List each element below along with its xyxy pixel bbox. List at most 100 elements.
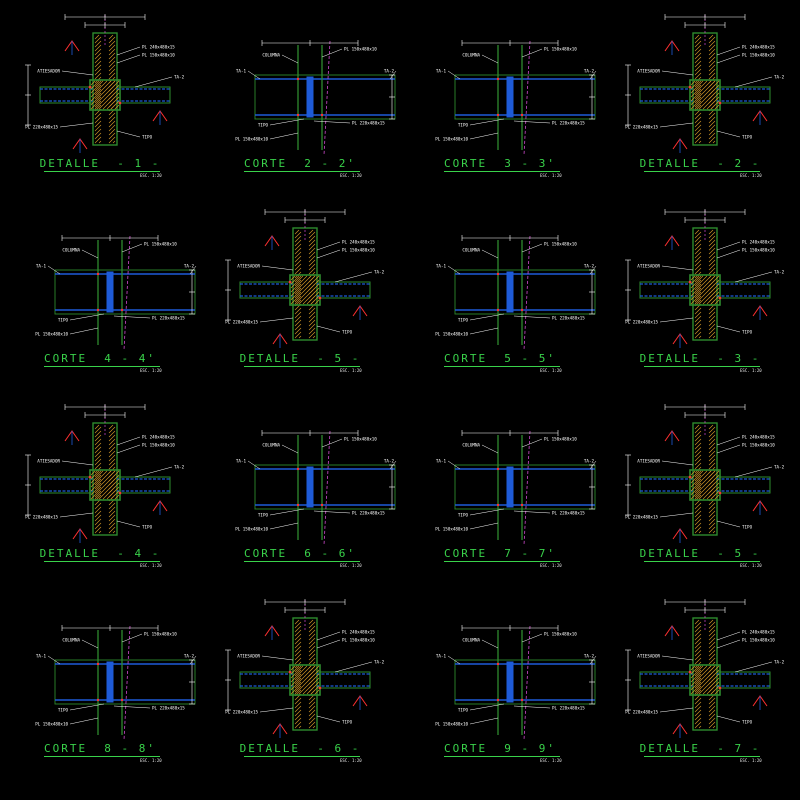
hatch-line bbox=[694, 669, 720, 695]
weld-mark bbox=[320, 113, 324, 117]
hatch-line bbox=[90, 80, 120, 110]
weld-mark bbox=[320, 503, 324, 507]
annotation-label: TA-1 bbox=[36, 264, 47, 269]
hatch-line bbox=[708, 438, 716, 446]
hatch-line bbox=[698, 140, 702, 144]
hatch-line bbox=[694, 60, 702, 68]
hatch-line bbox=[694, 84, 702, 92]
hatch-line bbox=[708, 56, 716, 64]
hatch-line bbox=[694, 112, 702, 120]
annotation-label: COLUMNA bbox=[462, 53, 480, 58]
annotation-label: TA-2 bbox=[384, 459, 395, 464]
weld-mark bbox=[88, 85, 92, 89]
hatch-line bbox=[708, 263, 716, 271]
hatch-line bbox=[694, 124, 702, 132]
hatch-line bbox=[706, 291, 720, 305]
hatch-line bbox=[698, 88, 720, 110]
annotation-label: TIPO bbox=[458, 513, 469, 518]
hatch-line bbox=[708, 649, 716, 657]
hatch-line bbox=[294, 721, 302, 729]
hatch-line bbox=[694, 88, 702, 96]
hatch-line bbox=[94, 514, 102, 522]
axis-line bbox=[523, 625, 531, 741]
weld-mark bbox=[296, 77, 300, 81]
annotation-label: TIPO bbox=[742, 720, 753, 725]
annotation-label: ATIESADOR bbox=[237, 264, 260, 269]
scale-note: ESC. 1:20 bbox=[140, 173, 162, 178]
leader-line bbox=[113, 705, 151, 709]
beam-outline bbox=[254, 464, 396, 510]
hatch-line bbox=[708, 255, 716, 263]
hatch-line bbox=[90, 470, 100, 480]
weld-mark bbox=[96, 308, 100, 312]
weld-mark bbox=[496, 503, 500, 507]
annotation-label: PL 150x480x10 bbox=[144, 242, 177, 247]
hatch-line bbox=[108, 112, 116, 120]
annotation-label: TIPO bbox=[458, 708, 469, 713]
hatch-line bbox=[308, 621, 316, 629]
hatch-line bbox=[298, 283, 320, 305]
beam-outline bbox=[54, 269, 196, 315]
hatch-line bbox=[308, 645, 316, 653]
hatch-line bbox=[694, 56, 702, 64]
hatch-line bbox=[290, 275, 304, 289]
hatch-line bbox=[108, 116, 116, 124]
hatch-line bbox=[294, 653, 302, 661]
hatch-line bbox=[290, 665, 304, 679]
hatch-line bbox=[294, 307, 302, 315]
scale-note: ESC. 1:20 bbox=[140, 758, 162, 763]
annotation-label: ATIESADOR bbox=[37, 69, 60, 74]
annotation-label: PL 220x480x15 bbox=[552, 121, 585, 126]
title-underline bbox=[644, 171, 760, 172]
annotation-label: ATIESADOR bbox=[37, 459, 60, 464]
hatch-line bbox=[710, 490, 720, 500]
hatch-line bbox=[708, 526, 716, 534]
hatch-line bbox=[694, 653, 702, 661]
annotation-label: COLUMNA bbox=[462, 248, 480, 253]
connection-plate bbox=[689, 79, 721, 111]
hatch-line bbox=[298, 725, 302, 729]
weld-mark bbox=[96, 272, 100, 276]
hatch-line bbox=[90, 80, 104, 94]
hatch-line bbox=[94, 96, 102, 104]
hatch-line bbox=[108, 60, 116, 68]
weld-mark bbox=[496, 113, 500, 117]
title-underline bbox=[444, 366, 560, 367]
hatch-line bbox=[690, 665, 704, 679]
hatch-line bbox=[708, 697, 716, 705]
hatch-line bbox=[712, 140, 716, 144]
hatch-line bbox=[94, 52, 102, 60]
annotation-label: PL 150x480x10 bbox=[235, 527, 268, 532]
leader-line bbox=[716, 325, 741, 333]
hatch-line bbox=[290, 665, 320, 695]
hatch-line bbox=[708, 713, 716, 721]
hatch-line bbox=[94, 502, 102, 510]
leader-line bbox=[281, 444, 299, 454]
hatch-line bbox=[714, 689, 720, 695]
hatch-line bbox=[290, 665, 316, 691]
hatch-line bbox=[708, 112, 716, 120]
annotation-label: TIPO bbox=[142, 135, 153, 140]
hatch-line bbox=[712, 725, 716, 729]
leader-line bbox=[47, 265, 61, 275]
annotation-label: PL 220x480x15 bbox=[625, 710, 658, 715]
hatch-line bbox=[94, 482, 102, 490]
leader-line bbox=[589, 460, 597, 470]
hatch-line bbox=[314, 689, 320, 695]
hatch-line bbox=[690, 80, 704, 94]
annotation-label: TA-2 bbox=[174, 75, 185, 80]
hatch-line bbox=[694, 470, 702, 478]
hatch-line bbox=[694, 430, 702, 438]
leader-line bbox=[716, 520, 741, 528]
hatch-line bbox=[94, 510, 102, 518]
hatch-line bbox=[694, 681, 702, 689]
hatch-line bbox=[694, 319, 702, 327]
hatch-line bbox=[294, 645, 302, 653]
leader-line bbox=[469, 508, 505, 516]
hatch-line bbox=[694, 474, 702, 482]
annotation-label: TA-2 bbox=[584, 654, 595, 659]
title-underline bbox=[444, 171, 560, 172]
